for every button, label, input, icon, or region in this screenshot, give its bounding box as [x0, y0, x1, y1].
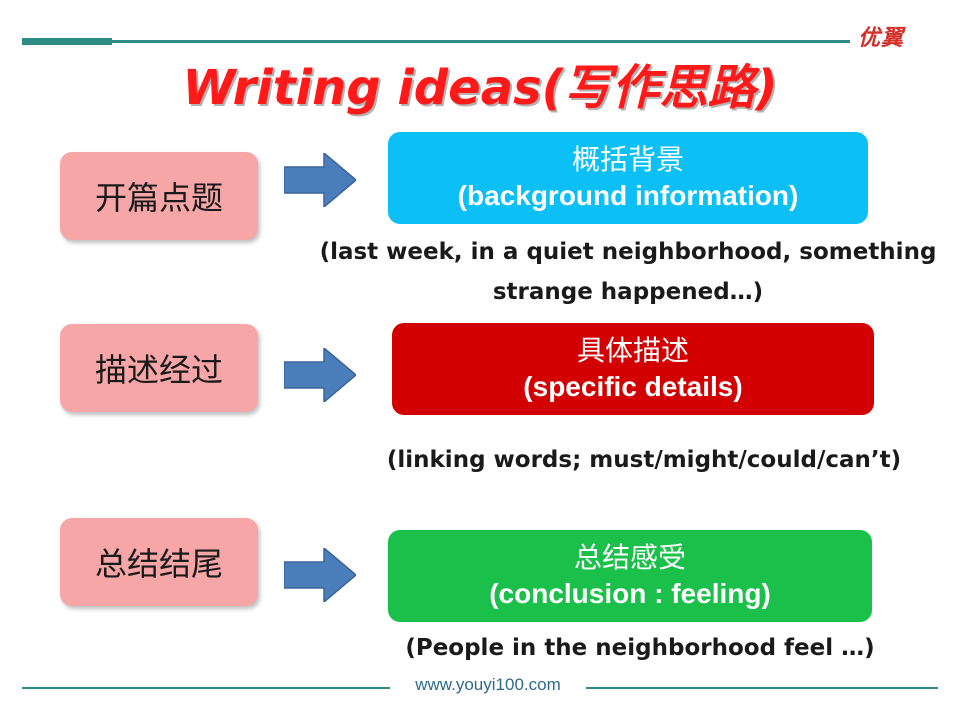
- footer-rule-left: [22, 687, 390, 689]
- step-box-en: (conclusion : feeling): [489, 578, 771, 609]
- step-label-ending: 总结结尾: [60, 518, 258, 606]
- step-note-1: (last week, in a quiet neighborhood, som…: [300, 232, 956, 312]
- brand-logo: 优翼: [858, 26, 905, 51]
- step-note-line: (linking words; must/might/could/can’t): [386, 447, 902, 473]
- step-note-line: (last week, in a quiet neighborhood, som…: [319, 239, 937, 265]
- step-box-cn: 总结感受: [573, 541, 686, 574]
- step-box-conclusion: 总结感受 (conclusion : feeling): [388, 530, 872, 622]
- step-box-cn: 概括背景: [571, 143, 684, 176]
- step-note-2: (linking words; must/might/could/can’t): [340, 440, 948, 480]
- step-label-process: 描述经过: [60, 324, 258, 412]
- step-box-details: 具体描述 (specific details): [392, 323, 874, 415]
- arrow-right-icon: [284, 153, 356, 207]
- slide-title: Writing ideas(写作思路): [182, 60, 778, 116]
- step-note-line: strange happened…): [492, 279, 764, 305]
- header-rule: [22, 40, 850, 43]
- step-box-en: (specific details): [523, 371, 743, 402]
- step-note-line: (People in the neighborhood feel …): [405, 635, 875, 661]
- arrow-right-icon: [284, 548, 356, 602]
- step-label-opening: 开篇点题: [60, 152, 258, 240]
- step-box-en: (background information): [457, 180, 799, 211]
- step-box-cn: 具体描述: [576, 334, 689, 367]
- step-box-background: 概括背景 (background information): [388, 132, 868, 224]
- footer-rule-right: [586, 687, 938, 689]
- step-note-3: (People in the neighborhood feel …): [360, 628, 920, 668]
- footer-url: www.youyi100.com: [415, 675, 561, 694]
- arrow-right-icon: [284, 348, 356, 402]
